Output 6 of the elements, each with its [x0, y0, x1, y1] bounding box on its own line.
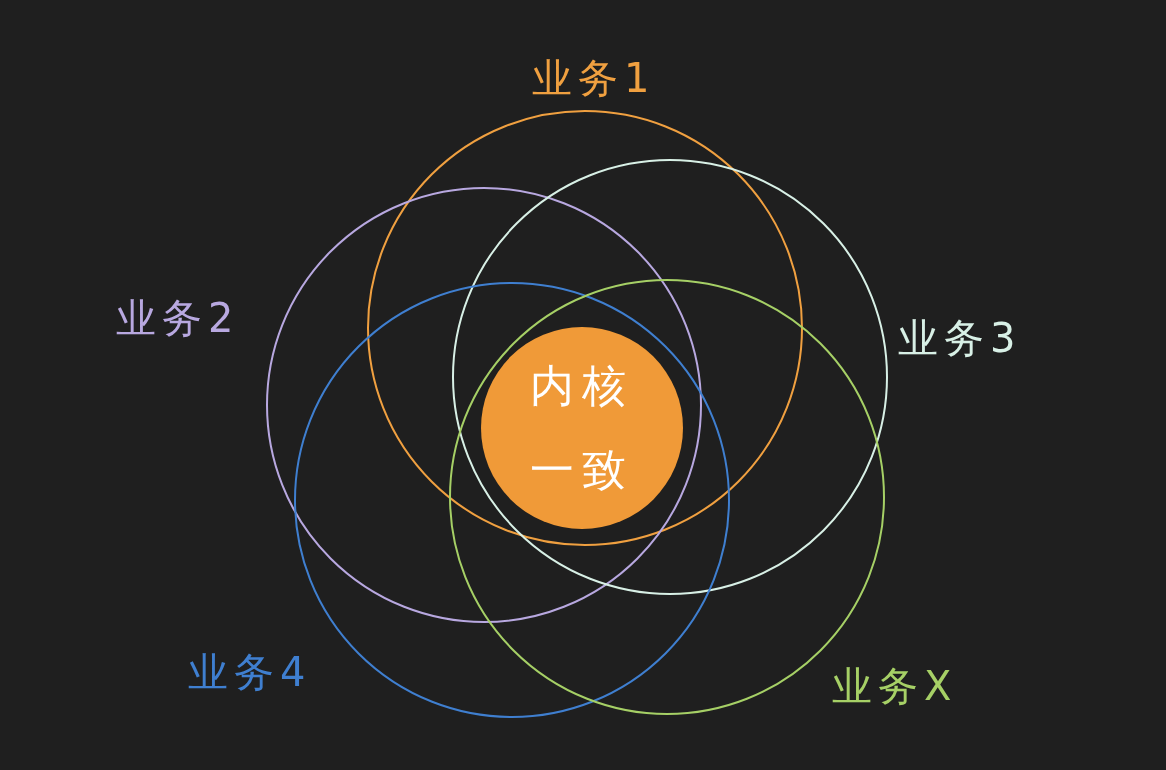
circle-label: 业务2	[116, 298, 240, 338]
circle-label: 业务X	[832, 666, 958, 706]
circle-label: 业务4	[188, 652, 312, 692]
circle-label: 业务3	[898, 318, 1022, 358]
core-label: 内核一致	[529, 359, 635, 497]
circle-label: 业务1	[532, 58, 656, 98]
